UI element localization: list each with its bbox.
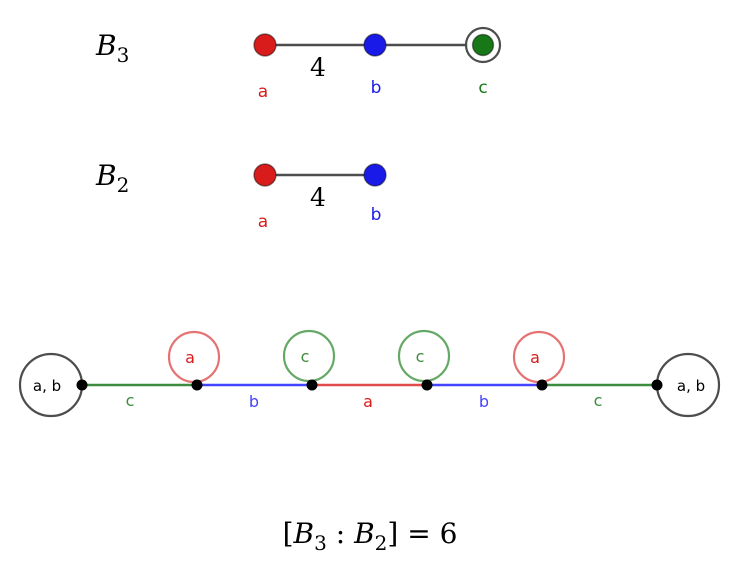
coset-selfloop-a-1-label: a bbox=[185, 348, 195, 367]
b3-title-base: B bbox=[95, 29, 117, 62]
coset-vertex-4 bbox=[421, 379, 433, 391]
b3-node-a-label: a bbox=[258, 82, 268, 102]
coset-graph: a, b a, b a c c a c b a b c bbox=[18, 329, 721, 418]
coset-vertex-3 bbox=[306, 379, 318, 391]
b2-diagram: B2 4 a b bbox=[95, 159, 387, 232]
coset-selfloop-a-2-label: a bbox=[530, 348, 540, 367]
b2-title-subscript: 2 bbox=[117, 173, 130, 197]
coset-right-loop-label: a, b bbox=[677, 377, 705, 395]
b3-node-c bbox=[471, 33, 495, 57]
coset-edge-b-1-label: b bbox=[249, 392, 259, 411]
coset-edge-c-2-label: c bbox=[594, 391, 603, 410]
coset-edge-c-1-label: c bbox=[126, 391, 135, 410]
b3-node-b-label: b bbox=[371, 78, 382, 98]
coset-left-loop-label: a, b bbox=[33, 377, 61, 395]
b3-diagram: B3 4 a b c bbox=[95, 26, 502, 102]
coset-vertex-1 bbox=[76, 379, 88, 391]
b2-node-b-label: b bbox=[371, 205, 382, 225]
b2-node-b bbox=[363, 163, 387, 187]
b2-node-a bbox=[253, 163, 277, 187]
b3-title: B3 bbox=[95, 29, 129, 67]
coset-edge-a-label: a bbox=[363, 392, 373, 411]
formula-group1-base: B bbox=[293, 517, 315, 550]
b2-edge-weight-label: 4 bbox=[310, 183, 326, 212]
b2-title: B2 bbox=[95, 159, 129, 197]
coset-selfloop-c-1-label: c bbox=[301, 347, 310, 366]
b3-node-c-label: c bbox=[478, 78, 487, 98]
b3-title-subscript: 3 bbox=[117, 43, 130, 67]
formula-group2-subscript: 2 bbox=[375, 531, 388, 555]
b3-edge-weight-label: 4 bbox=[310, 53, 326, 82]
formula-group1-subscript: 3 bbox=[314, 531, 327, 555]
b3-node-b bbox=[363, 33, 387, 57]
b3-node-a bbox=[253, 33, 277, 57]
b3-node-c-ring bbox=[464, 26, 502, 64]
formula-group2-base: B bbox=[353, 517, 375, 550]
coset-vertex-2 bbox=[191, 379, 203, 391]
index-formula: [B3 : B2] = 6 bbox=[283, 517, 458, 555]
coset-vertex-5 bbox=[536, 379, 548, 391]
formula-result: ] = 6 bbox=[387, 517, 457, 550]
coset-vertex-6 bbox=[651, 379, 663, 391]
b2-title-base: B bbox=[95, 159, 117, 192]
formula-open-bracket: [ bbox=[283, 517, 294, 550]
coset-edge-b-2-label: b bbox=[479, 392, 489, 411]
b2-node-a-label: a bbox=[258, 212, 268, 232]
formula-separator: : bbox=[327, 517, 354, 550]
coset-selfloop-c-2-label: c bbox=[416, 347, 425, 366]
